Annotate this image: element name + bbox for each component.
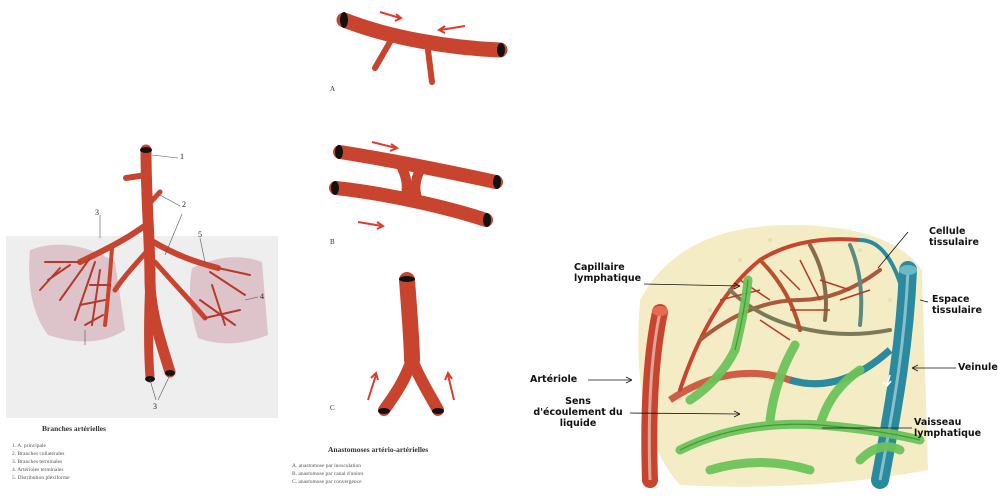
anastomoses-figure: A B C Anastomoses artério-artérielles A.… — [300, 0, 560, 497]
label-number: 4 — [260, 292, 264, 301]
legend-item: 3. Branches terminales — [12, 458, 70, 466]
legend-item: B. anastomose par canal d'union — [292, 470, 363, 478]
label-veinule: Veinule — [958, 362, 998, 373]
label-number: 3 — [153, 402, 157, 411]
label-vaisseau-lymphatique: Vaisseau lymphatique — [914, 417, 994, 439]
figure-caption: Branches artérielles — [42, 424, 106, 433]
label-number: 3 — [95, 208, 99, 217]
legend-item: 4. Artérioles terminales — [12, 466, 70, 474]
label-number: 5 — [198, 230, 202, 239]
anastomoses-illustration — [300, 0, 560, 497]
label-cellule-tissulaire: Cellule tissulaire — [929, 226, 998, 248]
label-sens-ecoulement: Sens d'écoulement du liquide — [528, 396, 628, 429]
label-number: 2 — [182, 200, 186, 209]
figure-legend: A. anastomose par inosculation B. anasto… — [292, 462, 363, 486]
figure-caption: Anastomoses artério-artérielles — [328, 445, 428, 454]
label-number: 1 — [180, 152, 184, 161]
label-espace-tissulaire: Espace tissulaire — [932, 294, 998, 316]
legend-item: C. anastomose par convergence — [292, 478, 363, 486]
legend-item: A. anastomose par inosculation — [292, 462, 363, 470]
diagram-letter: B — [330, 238, 335, 246]
lymphatic-capillary-figure: Cellule tissulaire Capillaire lymphatiqu… — [560, 0, 998, 497]
label-arteriole: Artériole — [530, 374, 577, 385]
label-capillaire-lymphatique: Capillaire lymphatique — [574, 262, 654, 284]
arterial-tree-illustration — [0, 0, 300, 497]
diagram-letter: A — [330, 85, 335, 93]
legend-item: 5. Distribution plexiforme — [12, 474, 70, 482]
legend-item: 1. A. principale — [12, 442, 70, 450]
arterial-branches-figure: 1 2 3 5 4 3 Branches artérielles 1. A. p… — [0, 0, 300, 497]
diagram-letter: C — [330, 404, 335, 412]
figure-legend: 1. A. principale 2. Branches collatérale… — [12, 442, 70, 482]
legend-item: 2. Branches collatérales — [12, 450, 70, 458]
